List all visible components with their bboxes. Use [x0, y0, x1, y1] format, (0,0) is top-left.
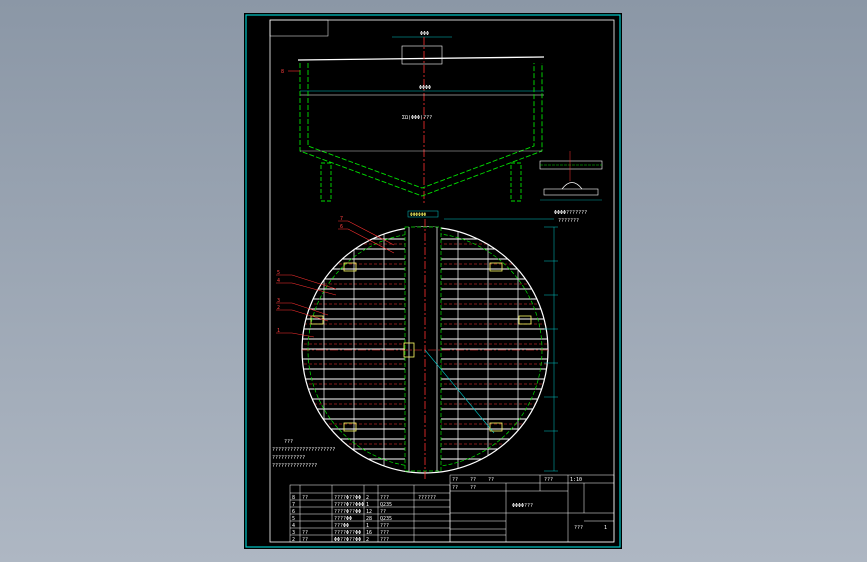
- tb-scale: 1:10: [570, 477, 582, 483]
- section-label: ΣΩ(ΦΦΦ)???: [402, 115, 432, 121]
- bom-mat: ???: [380, 523, 389, 529]
- bom-no: 4: [292, 523, 295, 529]
- callout-6: 6: [340, 224, 343, 230]
- callout-5: 5: [277, 270, 280, 276]
- tb-field: ??: [470, 485, 476, 491]
- bom-rows: 8 ?? ????Φ??ΦΦ 2 ??? 7 ????Φ??ΦΦΦ 1 Q235…: [292, 495, 436, 543]
- bom-name: ????ΦΦ: [334, 516, 352, 522]
- bom-code: ??: [302, 495, 308, 501]
- detail-view: ΦΦΦΦ??????? ???????: [539, 151, 603, 224]
- bom-code: ??: [302, 537, 308, 543]
- tech-notes: ??? ????????????????????? ??????????? ??…: [272, 439, 335, 469]
- bom-mat: Q235: [380, 502, 392, 508]
- bom-qty: 1: [366, 502, 369, 508]
- bom-mat: ???: [380, 537, 389, 543]
- elevation-view: ΦΦΦ ΦΦΦΦ ΣΩ(ΦΦΦ)??? 8: [281, 31, 545, 203]
- tech-note-3: ???????????????: [272, 463, 317, 469]
- callout-4: 4: [277, 278, 280, 284]
- outer-frame: [245, 14, 621, 548]
- bom-qty: 2: [366, 495, 369, 501]
- top-dimension: ΦΦΦ: [420, 31, 429, 37]
- detail-sublabel: ???????: [558, 218, 579, 224]
- bom-mat: ???: [380, 530, 389, 536]
- bom-name: ????Φ??ΦΦ: [334, 509, 361, 515]
- drawing-title: ΦΦΦΦ???: [512, 503, 533, 509]
- bom-no: 6: [292, 509, 295, 515]
- bom-mat: ??: [380, 509, 386, 515]
- dim-width: ΦΦΦΦ: [419, 85, 431, 91]
- callout-3: 3: [277, 298, 280, 304]
- drawing-sheet: ΦΦΦ ΦΦΦΦ ΣΩ(ΦΦΦ)??? 8 ΦΦΦΦ??????? ??????…: [244, 13, 622, 549]
- tb-field: ??: [452, 485, 458, 491]
- bom-name: ???ΦΦ: [334, 523, 349, 529]
- bom-qty: 28: [366, 516, 372, 522]
- bom-qty: 12: [366, 509, 372, 515]
- callout-2: 2: [277, 305, 280, 311]
- bom-name: ????Φ??ΦΦ: [334, 495, 361, 501]
- tb-field: ??: [452, 477, 458, 483]
- bom-no: 7: [292, 502, 295, 508]
- tb-field: ??: [470, 477, 476, 483]
- bom-no: 3: [292, 530, 295, 536]
- bom-extra: ??????: [418, 495, 436, 501]
- callout-1: 1: [277, 328, 280, 334]
- bom-no: 8: [292, 495, 295, 501]
- inner-frame: [269, 19, 615, 543]
- bom-no: 2: [292, 537, 295, 543]
- bom-qty: 2: [366, 537, 369, 543]
- drawing-no-box: [269, 19, 329, 37]
- title-block: [449, 474, 615, 543]
- detail-label: ΦΦΦΦ???????: [554, 210, 587, 216]
- tb-field: ??: [488, 477, 494, 483]
- bom-qty: 16: [366, 530, 372, 536]
- callout-8: 8: [281, 69, 284, 75]
- tb-weight: ???: [544, 477, 553, 483]
- cad-drawing: ΦΦΦ ΦΦΦΦ ΣΩ(ΦΦΦ)??? 8 ΦΦΦΦ??????? ??????…: [245, 14, 621, 548]
- bom-mat: Q235: [380, 516, 392, 522]
- title-block-text: ?? ?? ?? ??? 1:10 ?? ?? ΦΦΦΦ??? ??? 1: [452, 477, 607, 531]
- tech-note-2: ???????????: [272, 455, 305, 461]
- bom-no: 5: [292, 516, 295, 522]
- plan-view: ΦΦΦΦΦΦ 7 6 5 4 3 2 1: [276, 210, 558, 479]
- tech-note-1: ?????????????????????: [272, 447, 335, 453]
- bom-name: ????Φ??ΦΦ: [334, 530, 361, 536]
- bom-code: ??: [302, 530, 308, 536]
- tech-notes-title: ???: [284, 439, 293, 445]
- tag-label: ΦΦΦΦΦΦ: [410, 212, 427, 218]
- bom-table: [289, 484, 451, 543]
- bom-qty: 1: [366, 523, 369, 529]
- bom-name: ΦΦ??Φ??ΦΦ: [334, 537, 361, 543]
- bom-mat: ???: [380, 495, 389, 501]
- drawing-no: ???: [574, 525, 583, 531]
- sheet-no: 1: [604, 525, 607, 531]
- callout-7: 7: [340, 216, 343, 222]
- bom-name: ????Φ??ΦΦΦ: [334, 502, 364, 508]
